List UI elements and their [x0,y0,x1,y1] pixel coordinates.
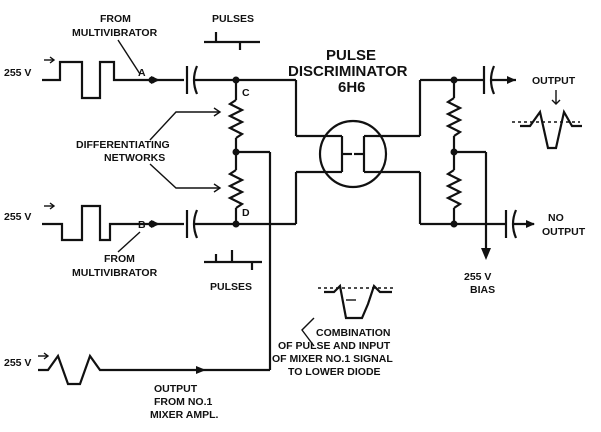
pulses-top-waveform [204,32,260,50]
pulse-discriminator-title: PULSE DISCRIMINATOR 6H6 [288,47,408,96]
svg-text:FROM: FROM [104,253,135,265]
node-c-label: C [242,87,250,99]
node-b-label: B [138,219,146,231]
svg-text:MULTIVIBRATOR: MULTIVIBRATOR [72,27,158,39]
resistor-output-lower [445,152,463,224]
mixer-input-arrow [196,366,206,374]
svg-text:TO LOWER DIODE: TO LOWER DIODE [288,366,381,378]
capacitor-bottom-input [160,209,296,239]
svg-text:6H6: 6H6 [338,79,366,96]
mixer-input-waveform [38,352,270,386]
capacitor-output [482,65,516,95]
svg-text:NETWORKS: NETWORKS [104,152,165,164]
output-label: OUTPUT [532,75,576,87]
voltage-label-a: 255 V [4,67,31,79]
svg-text:COMBINATION: COMBINATION [316,327,390,339]
combination-waveform [318,283,396,320]
svg-text:PULSE: PULSE [326,47,376,64]
svg-text:MULTIVIBRATOR: MULTIVIBRATOR [72,267,158,279]
resistor-bottom-differentiating [227,152,245,224]
svg-text:FROM NO.1: FROM NO.1 [154,396,212,408]
voltage-label-b: 255 V [4,211,31,223]
node-a-dot [148,76,156,84]
no-output-label-line2: OUTPUT [542,226,586,238]
node-b-dot [148,220,156,228]
output-waveform [512,90,582,150]
svg-text:DIFFERENTIATING: DIFFERENTIATING [76,139,170,151]
resistor-top-differentiating [227,80,245,152]
voltage-label-c: 255 V [4,357,31,369]
square-wave-input-b [42,202,118,242]
capacitor-no-output [504,209,535,239]
svg-text:OF PULSE AND INPUT: OF PULSE AND INPUT [278,340,391,352]
square-wave-input-a [42,56,120,100]
node-a-label: A [138,67,146,79]
bias-arrow [481,248,491,260]
from-multivibrator-bottom: FROM MULTIVIBRATOR [72,231,158,279]
junction-output-bottom [450,220,458,228]
svg-text:MIXER AMPL.: MIXER AMPL. [150,409,219,421]
combination-label: COMBINATION OF PULSE AND INPUT OF MIXER … [272,317,393,378]
svg-text:OF MIXER NO.1 SIGNAL: OF MIXER NO.1 SIGNAL [272,353,393,365]
svg-text:FROM: FROM [100,13,131,25]
node-d-label: D [242,207,250,219]
bias-label-line2: BIAS [470,284,495,296]
from-multivibrator-top: FROM MULTIVIBRATOR [72,13,158,75]
svg-text:OUTPUT: OUTPUT [154,383,198,395]
pulses-bottom-waveform [204,250,262,270]
no-output-label-line1: NO [548,212,564,224]
output-mixer-label: OUTPUT FROM NO.1 MIXER AMPL. [150,383,219,421]
pulses-bottom-label: PULSES [210,281,252,293]
diode-tube-6h6 [318,119,388,189]
differentiating-networks-label: DIFFERENTIATING NETWORKS [76,107,222,193]
resistor-output-upper [445,80,463,152]
svg-text:DISCRIMINATOR: DISCRIMINATOR [288,63,408,80]
junction-d [232,220,240,228]
capacitor-top-input [160,65,296,95]
bias-label-line1: 255 V [464,271,491,283]
pulses-top-label: PULSES [212,13,254,25]
